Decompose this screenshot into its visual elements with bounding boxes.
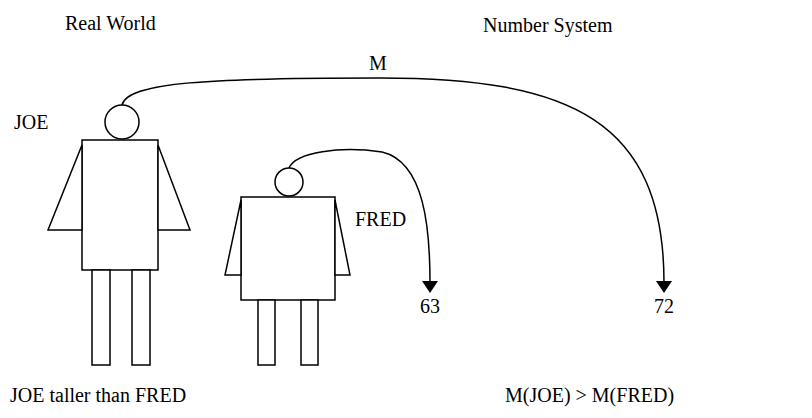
fred-arm: [225, 200, 241, 275]
joe-arm: [158, 145, 190, 230]
fred-arm: [335, 200, 350, 275]
fred-leg: [258, 300, 275, 365]
number-value: 72: [652, 295, 676, 318]
number-text: 72: [654, 295, 674, 318]
arrow-head: [422, 281, 438, 293]
person-name: JOE: [14, 111, 48, 134]
fred-leg: [301, 300, 318, 365]
relation-caption: M(JOE) > M(FRED): [505, 384, 674, 407]
number-text: 63: [420, 295, 440, 318]
joe-body: [82, 140, 158, 270]
person-figure: JOE: [48, 105, 190, 365]
person-figure: FRED: [225, 168, 350, 365]
fred-body: [241, 197, 335, 300]
mapping-arrow: [289, 150, 430, 283]
column-heading: Real World: [65, 12, 156, 35]
arrow-head: [656, 281, 672, 293]
column-heading: Number System: [483, 14, 612, 37]
joe-leg: [92, 270, 110, 365]
number-value: 63: [418, 295, 442, 318]
person-name: FRED: [355, 208, 406, 231]
fred-head: [275, 168, 303, 196]
joe-arm: [48, 145, 82, 230]
mapping-arrow: [122, 78, 664, 283]
relation-caption: JOE taller than FRED: [10, 384, 186, 407]
joe-leg: [132, 270, 150, 365]
mapping-name: M: [366, 52, 390, 75]
joe-head: [105, 105, 139, 139]
